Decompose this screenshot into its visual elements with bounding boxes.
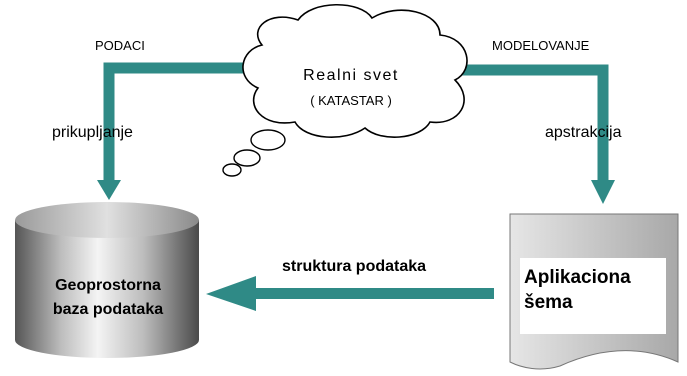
cloud-real-world [222, 3, 468, 177]
prikupljanje-label: prikupljanje [52, 124, 133, 141]
collect-arrow [97, 62, 262, 200]
schema-label-line2: šema [524, 292, 573, 313]
abstraction-arrow [462, 64, 615, 204]
cloud-label-line1: Realni svet [303, 67, 399, 84]
struktura-label: struktura podataka [282, 258, 426, 275]
schema-label-line1: Aplikaciona [524, 267, 631, 288]
apstrakcija-label: apstrakcija [545, 124, 622, 141]
database-label-line2: baza podataka [53, 301, 163, 318]
database-label-line1: Geoprostorna [55, 277, 161, 294]
podaci-label: PODACI [95, 38, 145, 53]
modelovanje-label: MODELOVANJE [492, 38, 590, 53]
application-schema-document [509, 213, 679, 370]
cloud-label-line2: ( KATASTAR ) [310, 93, 392, 108]
structure-arrow [206, 276, 494, 311]
database-cylinder [15, 202, 199, 358]
